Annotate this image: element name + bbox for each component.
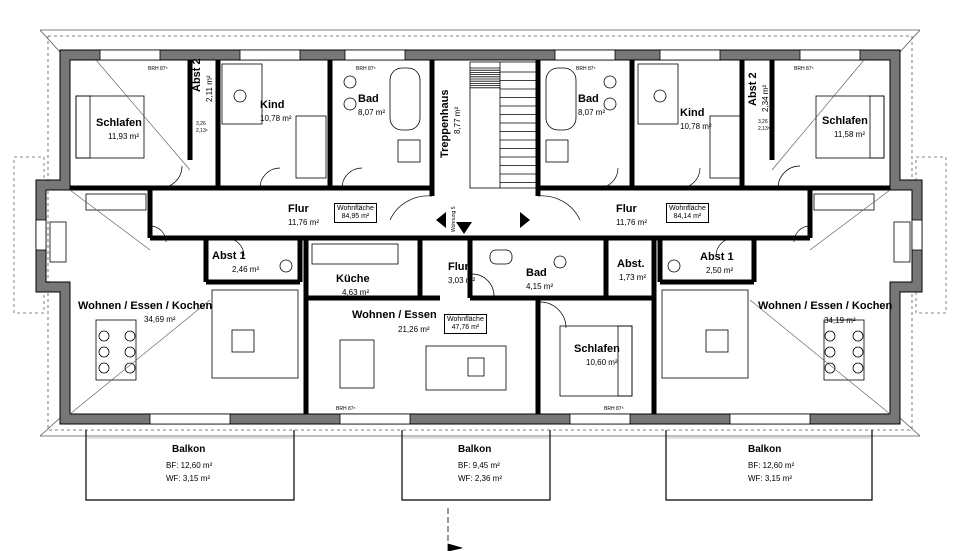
room-name-bad-right: Bad	[578, 93, 599, 105]
sill-note-a-right: 3,26	[758, 119, 768, 125]
balkon-wf-left: WF: 3,15 m²	[166, 474, 211, 483]
room-name-abst1-left: Abst 1	[212, 250, 246, 262]
interior-walls	[70, 60, 890, 414]
room-area-wohnen-left: 34,69 m²	[144, 315, 176, 324]
room-name-flur-right: Flur	[616, 203, 637, 215]
room-name-abst1-right: Abst 1	[700, 251, 734, 263]
room-area-abst1-left: 2,46 m²	[232, 265, 260, 274]
sill-note-b-right: 2,13⁵	[758, 126, 770, 132]
wohnung-note: Wohnung 5	[451, 206, 457, 232]
room-name-kueche: Küche	[336, 273, 370, 285]
room-name-wohnen-right: Wohnen / Essen / Kochen	[758, 300, 893, 312]
room-name-wohnen-left: Wohnen / Essen / Kochen	[78, 300, 213, 312]
room-name-kind-right: Kind	[680, 107, 705, 119]
balkon-name-right: Balkon	[748, 444, 782, 455]
brh-note-4: BRH 87⁵	[794, 66, 814, 72]
room-area-schlafen-right: 11,58 m²	[834, 130, 865, 139]
room-area-abst2-left: 2,11 m²	[205, 75, 214, 102]
room-name-schlafen-left: Schlafen	[96, 117, 142, 129]
room-name-schlafen-center: Schlafen	[574, 343, 620, 355]
brh-note-2: BRH 87⁵	[356, 66, 376, 72]
wohnflaeche-box-center: Wohnfläche 47,76 m²	[444, 314, 487, 335]
desks	[221, 63, 679, 125]
dormer-outlines	[13, 156, 947, 314]
room-name-abst2-right: Abst 2	[747, 72, 759, 106]
room-name-wohnen-center: Wohnen / Essen	[352, 309, 437, 321]
roof-outline	[39, 29, 921, 437]
beds	[75, 95, 885, 397]
windows	[35, 49, 923, 425]
room-area-abst-center: 1,73 m²	[619, 273, 647, 282]
balkon-bf-left: BF: 12,60 m²	[166, 461, 213, 470]
balconies	[85, 430, 873, 501]
section-marker	[447, 508, 463, 551]
room-area-treppenhaus: 8,77 m²	[453, 106, 462, 134]
wohnflaeche-label-right: Wohnfläche	[669, 205, 706, 212]
door-swings	[149, 165, 811, 329]
sill-note-a-left: 3,26	[196, 121, 206, 127]
staircase	[469, 61, 537, 189]
room-name-treppenhaus: Treppenhaus	[439, 89, 451, 158]
room-name-abst2-left: Abst 2	[191, 58, 203, 92]
room-area-bad-left: 8,07 m²	[358, 108, 386, 117]
wohnflaeche-value-right: 84,14 m²	[673, 213, 702, 221]
balkon-bf-center: BF: 9,45 m²	[458, 461, 500, 470]
room-name-flur-left: Flur	[288, 203, 309, 215]
room-area-schlafen-center: 10,60 m²	[586, 358, 618, 367]
room-area-bad-center: 4,15 m²	[526, 282, 554, 291]
sill-note-b-left: 2,13⁵	[196, 128, 208, 134]
brh-note-1: BRH 87⁵	[148, 66, 168, 72]
room-area-wohnen-right: 34,19 m²	[824, 316, 856, 325]
room-area-flur-right: 11,76 m²	[616, 218, 647, 227]
room-name-kind-left: Kind	[260, 99, 285, 111]
room-name-bad-left: Bad	[358, 93, 379, 105]
room-area-abst1-right: 2,50 m²	[706, 266, 734, 275]
room-area-kind-left: 10,78 m²	[260, 114, 292, 123]
kitchen-counters	[49, 193, 911, 265]
roof-slope-lines	[69, 59, 891, 415]
room-area-bad-right: 8,07 m²	[578, 108, 606, 117]
room-area-schlafen-left: 11,93 m²	[108, 132, 139, 141]
living-furniture	[95, 289, 865, 391]
wohnflaeche-label-center: Wohnfläche	[447, 316, 484, 323]
balkon-wf-right: WF: 3,15 m²	[748, 474, 793, 483]
brh-note-5: BRH 87⁵	[336, 406, 356, 412]
wohnflaeche-value-center: 47,76 m²	[451, 324, 480, 332]
brh-note-6: BRH 87⁵	[604, 406, 624, 412]
room-area-kind-right: 10,78 m²	[680, 122, 712, 131]
wohnflaeche-box-left: Wohnfläche 84,95 m²	[334, 203, 377, 224]
room-area-flur-left: 11,76 m²	[288, 218, 319, 227]
room-name-schlafen-right: Schlafen	[822, 115, 868, 127]
bathtubs	[279, 67, 681, 273]
entrance-arrows	[436, 212, 530, 234]
balkon-bf-right: BF: 12,60 m²	[748, 461, 795, 470]
balkon-name-left: Balkon	[172, 444, 206, 455]
room-name-flur-center: Flur	[448, 261, 469, 273]
brh-note-3: BRH 87⁵	[576, 66, 596, 72]
wohnflaeche-label-left: Wohnfläche	[337, 205, 374, 212]
room-name-bad-center: Bad	[526, 267, 547, 279]
room-area-flur-center: 3,03 m²	[448, 276, 476, 285]
balkon-name-center: Balkon	[458, 444, 492, 455]
wohnflaeche-value-left: 84,95 m²	[341, 213, 370, 221]
room-area-wohnen-center: 21,26 m²	[398, 325, 430, 334]
wohnflaeche-box-right: Wohnfläche 84,14 m²	[666, 203, 709, 224]
room-name-abst-center: Abst.	[617, 258, 645, 270]
room-area-kueche: 4,63 m²	[342, 288, 370, 297]
room-area-abst2-right: 2,34 m²	[761, 84, 770, 112]
balkon-wf-center: WF: 2,36 m²	[458, 474, 503, 483]
